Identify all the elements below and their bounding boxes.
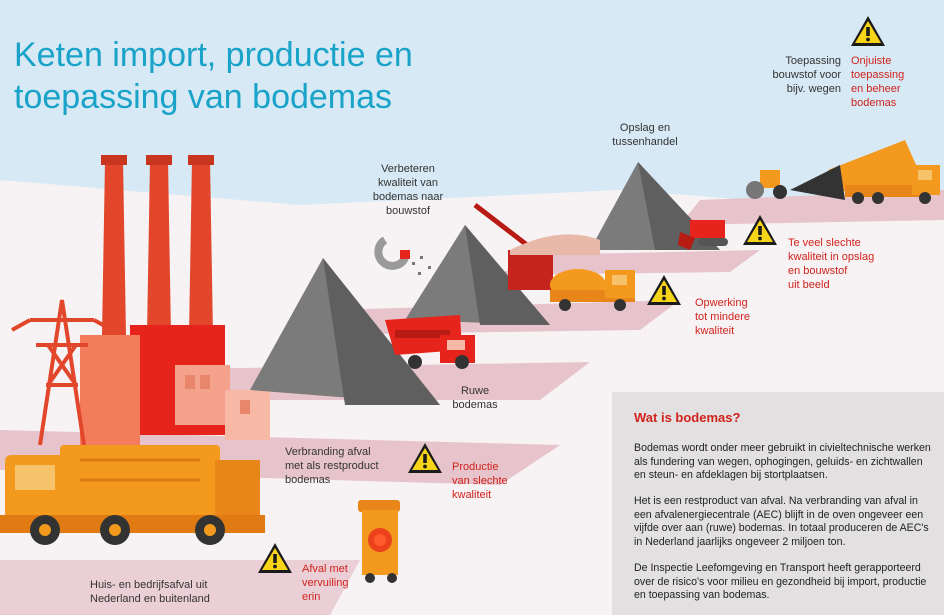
label-ruwe-bodemas: Ruwe bodemas [452, 385, 498, 411]
ash-pile-processing [405, 225, 550, 325]
title-line-1: Keten import, productie en [14, 36, 413, 74]
info-paragraph-2: Het is een restproduct van afval. Na ver… [634, 495, 929, 548]
risk-label-opslag: Te veel slechte kwaliteit in opslag en b… [788, 237, 875, 291]
ash-pile-raw [250, 258, 440, 405]
waste-bin [358, 500, 400, 583]
label-opslag: Opslag en tussenhandel [612, 122, 678, 148]
incinerator-plant [80, 155, 270, 445]
garbage-truck [0, 445, 265, 545]
label-toepassing: Toepassing bouwstof voor bijv. wegen [772, 55, 841, 95]
label-verbranding: Verbranding afval met als restproduct bo… [285, 446, 379, 486]
info-paragraph-3: De Inspectie Leefomgeving en Transport h… [634, 562, 927, 601]
info-heading: Wat is bodemas? [634, 410, 741, 425]
title-line-2: toepassing van bodemas [14, 78, 393, 116]
risk-label-productie: Productie van slechte kwaliteit [452, 461, 508, 501]
sky-background [0, 0, 944, 215]
mixer-truck [550, 269, 635, 311]
risk-label-opwerking: Opwerking tot mindere kwaliteit [695, 297, 751, 337]
info-paragraph-1: Bodemas wordt onder meer gebruikt in civ… [634, 442, 931, 481]
page-title: Keten import, productie en toepassing va… [14, 34, 413, 118]
label-huisafval: Huis- en bedrijfsafval uit Nederland en … [90, 579, 210, 605]
warning-icon [258, 543, 292, 573]
power-pylon [11, 299, 113, 446]
tipper-truck [790, 140, 940, 204]
road-roller [746, 170, 787, 199]
dump-truck [385, 315, 475, 369]
warning-icon [647, 275, 681, 305]
risk-label-onjuiste: Onjuiste toepassing en beheer bodemas [851, 55, 905, 109]
label-verbeteren: Verbeteren kwaliteit van bodemas naar bo… [372, 163, 444, 217]
risk-label-vervuiling: Afval met vervuiling erin [302, 563, 349, 603]
bulldozer [678, 220, 728, 250]
magnet-separator [374, 236, 431, 275]
processing-installation [473, 203, 600, 290]
info-panel: Wat is bodemas? Bodemas wordt onder meer… [612, 392, 944, 615]
